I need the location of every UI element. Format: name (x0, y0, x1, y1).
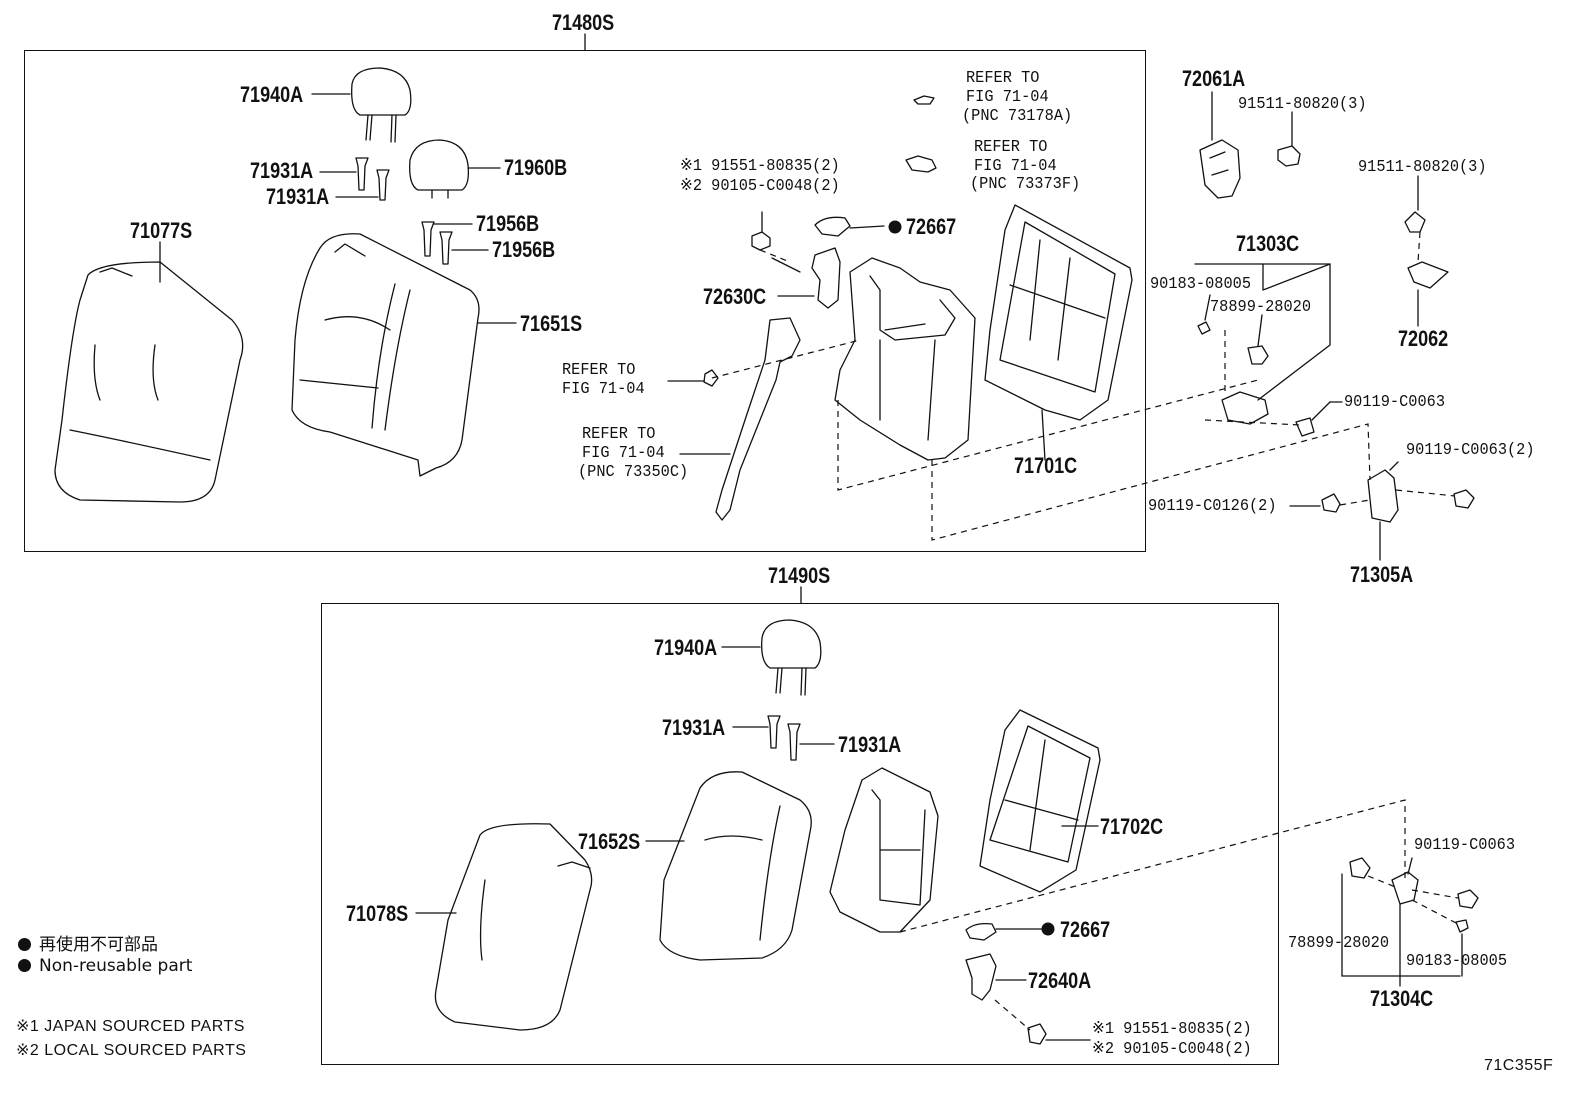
bolt-upper-line1: ※1 91551-80835(2) (680, 157, 840, 176)
refer-2-line1: REFER TO (974, 138, 1048, 157)
seatback-frame-upper-part (834, 257, 976, 461)
refer-1-line2: FIG 71-04 (966, 88, 1049, 107)
label-guide-upper-2: 71931A (266, 184, 330, 209)
label-bolt-c: 78899-28020 (1210, 298, 1311, 317)
label-frame-lower: 71702C (1100, 814, 1164, 839)
label-clip-lower: 72667 (1060, 917, 1111, 942)
label-guide-upper-3: 71956B (476, 211, 540, 236)
label-frame-upper: 71701C (1014, 453, 1078, 478)
label-bolt-d: 90119-C0063 (1344, 393, 1445, 412)
refer-3-line2: FIG 71-04 (562, 380, 645, 399)
bolt-lower-line2: ※2 90105-C0048(2) (1092, 1040, 1252, 1059)
label-headrest-lower: 71940A (654, 635, 718, 660)
refer-3-line1: REFER TO (562, 361, 636, 380)
bullet-icon (18, 938, 31, 951)
label-guide-lower-2: 71931A (838, 732, 902, 757)
label-headrest-upper: 71940A (240, 82, 304, 107)
bolt-upper-line2: ※2 90105-C0048(2) (680, 177, 840, 196)
seatback-pad-upper-part (291, 233, 480, 477)
legend-note-2: ※2 LOCAL SOURCED PARTS (16, 1042, 247, 1059)
seatback-board-upper-part (984, 204, 1133, 461)
label-cover-lower: 71078S (346, 901, 409, 926)
label-pad-lower: 71652S (578, 829, 641, 854)
seatback-cover-upper-part (54, 261, 244, 503)
label-bolt-a: 91511-80820(3) (1238, 95, 1367, 114)
label-bolt-e: 90119-C0063(2) (1406, 441, 1535, 460)
lower-group-frame (321, 603, 1279, 1065)
label-bracket: 72061A (1182, 66, 1246, 91)
figure-id: 71C355F (1484, 1057, 1554, 1074)
refer-4-line3: (PNC 73350C) (578, 463, 689, 482)
label-pad-upper: 71651S (520, 311, 583, 336)
lower-group-label: 71490S (768, 563, 831, 588)
label-hinge-b: 71305A (1350, 562, 1414, 587)
label-hinge-cover-upper: 72630C (703, 284, 767, 309)
refer-4-line2: FIG 71-04 (582, 444, 665, 463)
legend-note-1: ※1 JAPAN SOURCED PARTS (16, 1018, 245, 1035)
label-hinge-lower: 71304C (1370, 986, 1434, 1011)
label-bolt-g: 90119-C0063 (1414, 836, 1515, 855)
bullet-icon (18, 959, 31, 972)
legend-non-reusable-jp: 再使用不可部品 (18, 930, 158, 955)
refer-2-line2: FIG 71-04 (974, 157, 1057, 176)
upper-group-label: 71480S (552, 10, 615, 35)
label-headrest-center: 71960B (504, 155, 568, 180)
label-bolt-b: 91511-80820(3) (1358, 158, 1487, 177)
label-hinge-upper: 71303C (1236, 231, 1300, 256)
label-bolt-h: 78899-28020 (1288, 934, 1389, 953)
label-lock: 72062 (1398, 326, 1449, 351)
headrest-upper-part (351, 67, 412, 143)
label-guide-lower-1: 71931A (662, 715, 726, 740)
label-guide-upper-4: 71956B (492, 237, 556, 262)
label-clip-upper: 72667 (906, 214, 957, 239)
label-guide-upper-1: 71931A (250, 158, 314, 183)
refer-2-line3: (PNC 73373F) (970, 175, 1081, 194)
label-hinge-cover-lower: 72640A (1028, 968, 1092, 993)
label-nut-b: 90183-08005 (1406, 952, 1507, 971)
label-nut-a: 90183-08005 (1150, 275, 1251, 294)
label-bolt-f: 90119-C0126(2) (1148, 497, 1277, 516)
label-cover-upper: 71077S (130, 218, 193, 243)
legend-non-reusable-en: Non-reusable part (18, 956, 192, 976)
refer-1-line1: REFER TO (966, 69, 1040, 88)
refer-1-line3: (PNC 73178A) (962, 107, 1073, 126)
refer-4-line1: REFER TO (582, 425, 656, 444)
bolt-lower-line1: ※1 91551-80835(2) (1092, 1020, 1252, 1039)
